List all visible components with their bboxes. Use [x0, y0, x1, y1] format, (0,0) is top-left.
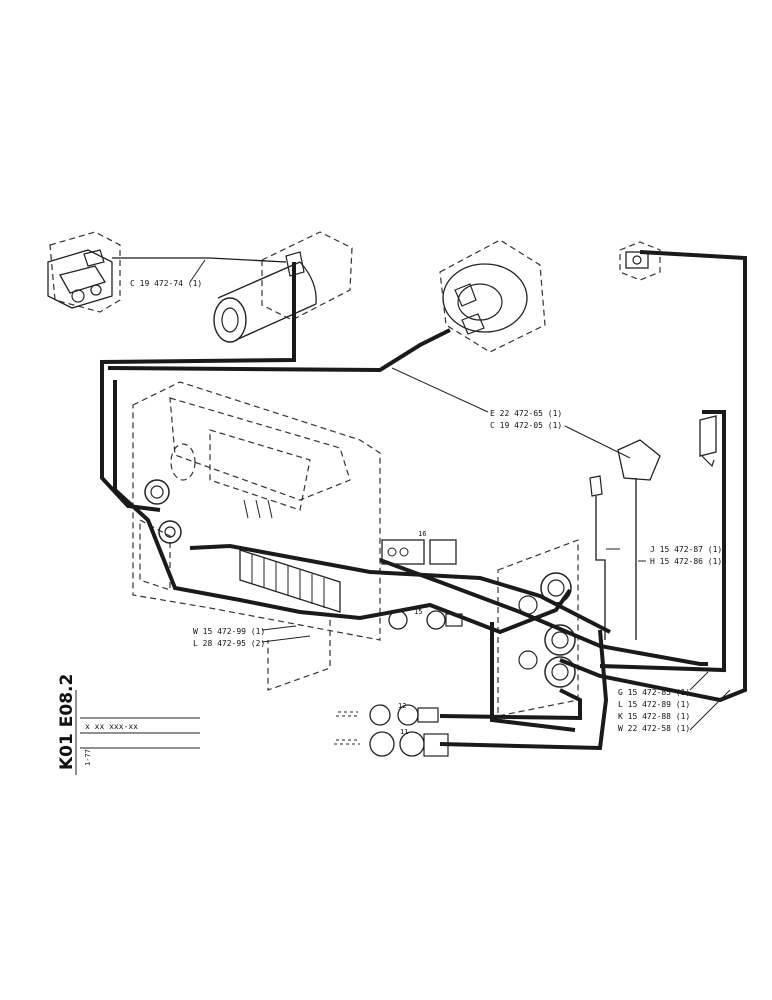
connector-15-label: 15 [414, 608, 422, 616]
label-g15-47285: G 15 472-85 (1) [618, 688, 690, 697]
pressure-switch-illustration [619, 241, 661, 281]
title-block: K01 E08.2 x xx xxx-xx 1-77 [57, 674, 200, 775]
label-h15-47286: H 15 472-86 (1) [650, 557, 722, 566]
connector-16-label: 16 [418, 530, 426, 538]
label-c19-47274: C 19 472-74 (1) [130, 279, 202, 288]
temperature-sender-illustration [589, 415, 717, 640]
terminal-block [239, 499, 341, 613]
alternator-illustration [439, 239, 546, 353]
connector-16: 16 [381, 530, 457, 565]
connector-11-label: 11 [400, 728, 408, 736]
sheet-date: 1-77 [84, 749, 92, 766]
label-w15-47299: W 15 472-99 (1) [193, 627, 265, 636]
label-l28-47295: L 28 472-95 (2) [193, 639, 265, 648]
label-l15-47289: L 15 472-89 (1) [618, 700, 690, 709]
pump-unit-illustration [47, 231, 121, 313]
connector-12-label: 12 [398, 702, 406, 710]
label-j15-47287: J 15 472-87 (1) [650, 545, 722, 554]
connector-11: 11 [334, 728, 449, 757]
wire-c19-47274 [112, 257, 287, 263]
sheet-id: K01 E08.2 [57, 674, 77, 770]
label-e22-47265: E 22 472-65 (1) [490, 409, 562, 418]
starter-motor-illustration [213, 231, 353, 343]
left-gauges [144, 479, 182, 544]
callouts: E 22 472-65 (1) C 19 472-05 (1) J 15 472… [193, 367, 731, 733]
connector-15: 15 [388, 608, 463, 630]
instrument-housing [132, 381, 381, 691]
sheet-revision: x xx xxx-xx [85, 722, 138, 731]
main-harness [100, 250, 747, 751]
label-k15-47288: K 15 472-88 (1) [618, 712, 690, 721]
label-w22-47258: W 22 472-58 (1) [618, 724, 690, 733]
label-c19-47205: C 19 472-05 (1) [490, 421, 562, 430]
connector-12: 12 [336, 702, 439, 726]
